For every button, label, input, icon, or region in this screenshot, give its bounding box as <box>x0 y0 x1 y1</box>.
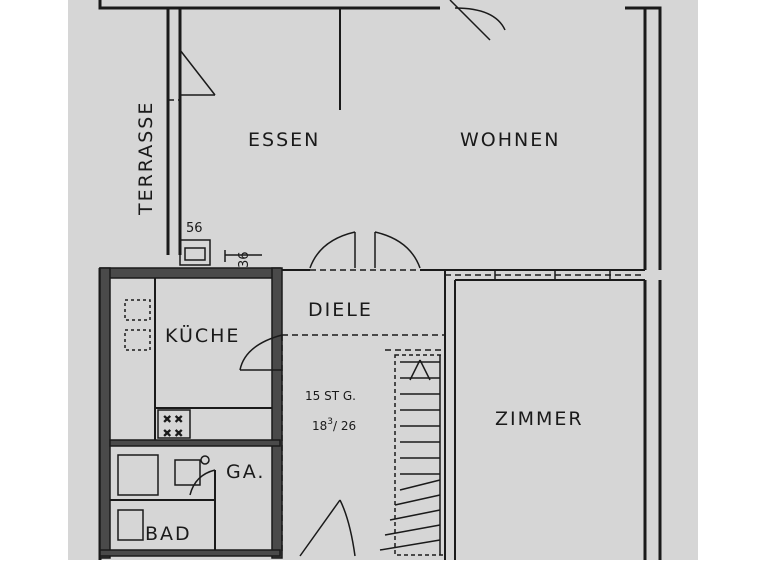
door-swings <box>179 0 506 557</box>
svg-text:× ×: × × <box>163 414 183 425</box>
svg-text:× ×: × × <box>163 428 183 439</box>
kitchen-fixtures: × × × × <box>124 299 191 440</box>
room-label-wohnen: WOHNEN <box>460 129 560 151</box>
dimension-36: 36 <box>237 251 252 268</box>
room-label-kueche: KÜCHE <box>165 324 240 347</box>
staircase <box>379 354 446 556</box>
bath-fixtures <box>117 454 210 541</box>
room-label-essen: ESSEN <box>248 129 320 151</box>
openings <box>168 99 645 555</box>
room-label-bad: BAD <box>145 523 192 545</box>
room-label-terrasse: TERRASSE <box>135 101 157 216</box>
dimension-56: 56 <box>186 221 203 236</box>
stair-ratio-label: 183/ 26 <box>312 417 356 433</box>
room-label-zimmer: ZIMMER <box>495 408 584 430</box>
room-label-diele: DIELE <box>308 299 373 321</box>
solid-walls <box>99 267 283 559</box>
stair-ratio-sup: 3 <box>327 417 333 427</box>
stair-ratio-suffix: / 26 <box>333 419 356 433</box>
room-label-garderobe: GA. <box>226 461 265 483</box>
chimney-niche <box>179 239 262 266</box>
stair-ratio-prefix: 18 <box>312 419 327 433</box>
stair-steps-label: 15 ST G. <box>305 389 356 403</box>
